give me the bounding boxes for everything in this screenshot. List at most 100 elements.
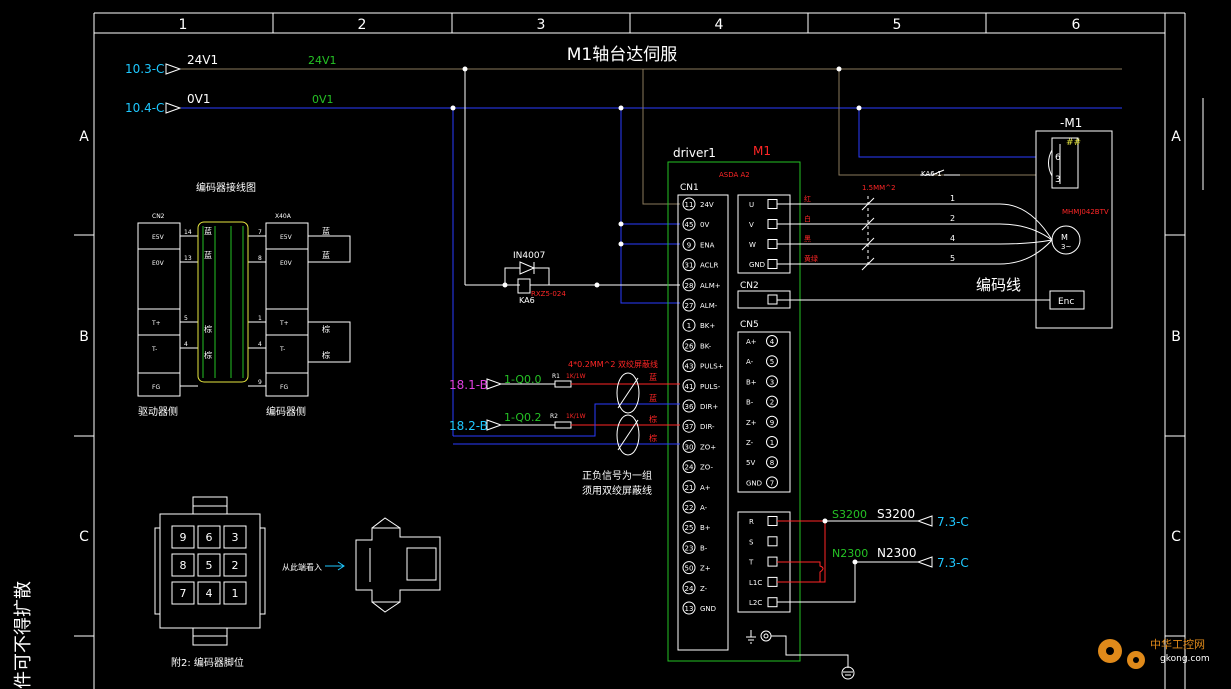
power-terminal-label: T xyxy=(748,559,754,567)
relay-ka6: IN4007 KA6 RXZ5-024 xyxy=(504,251,680,305)
connector-pin xyxy=(171,581,195,605)
diode-symbol xyxy=(504,261,550,285)
signal-wiring: 18.1-B 1-Q0.0 R1 1K/1W 18.2-B 1-Q0.2 R2 … xyxy=(449,359,680,497)
row-letter-left: B xyxy=(79,329,89,345)
cn5-pin-number: 2 xyxy=(770,399,774,407)
cn1-pin-number: 45 xyxy=(685,221,694,229)
resistor-r1-value: 1K/1W xyxy=(566,373,586,380)
cn1-pin-label: BK+ xyxy=(700,322,715,330)
cn1-pin-number: 1 xyxy=(687,322,691,330)
connector-pin xyxy=(171,525,195,549)
encoder-row-pin: 8 xyxy=(258,255,262,262)
connector-pin-number: 8 xyxy=(180,559,187,572)
shield-cable-note: 4*0.2MM^2 双绞屏蔽线 xyxy=(568,359,658,369)
rail-24v: 10.3-C 24V1 24V1 xyxy=(125,53,1122,76)
cable-tick xyxy=(861,217,875,231)
driver-name: driver1 xyxy=(673,146,716,160)
watermark-url: gkong.com xyxy=(1160,654,1210,664)
encoder-row-pin: 4 xyxy=(184,341,188,348)
cn5-pin-label: A- xyxy=(746,358,754,366)
encoder-right-color: 蓝 xyxy=(322,250,330,260)
cn1-pin-number: 41 xyxy=(685,383,694,391)
encoder-row-label: T+ xyxy=(279,320,289,327)
motor-wire-number: 4 xyxy=(950,234,955,243)
cn1-pin-circle xyxy=(682,237,696,251)
connector-pin-number: 7 xyxy=(180,587,187,600)
n-net: N2300 xyxy=(832,547,868,560)
cn1-pin-label: Z+ xyxy=(700,565,711,573)
motor-model: MHMJ042BTV xyxy=(1062,208,1109,216)
driver-outline xyxy=(667,161,801,662)
cn1-pin-number: 43 xyxy=(685,363,694,371)
motor-wire-number: 1 xyxy=(950,194,955,203)
rail-24v-arrow xyxy=(165,63,182,75)
encoder-wiring-title: 编码器接线图 xyxy=(196,181,256,194)
connector-pin xyxy=(223,525,247,549)
motor-tag: -M1 xyxy=(1060,116,1082,130)
encoder-right-color: 棕 xyxy=(322,324,330,334)
twist-note-2: 须用双绞屏蔽线 xyxy=(582,484,652,497)
cn1-pin-number: 31 xyxy=(685,262,694,270)
cn1-pin-label: Z- xyxy=(700,585,708,593)
encoder-label: Enc xyxy=(1058,297,1074,307)
row-letter-right: A xyxy=(1171,129,1181,145)
encoder-left-caption: 驱动器侧 xyxy=(138,405,178,418)
drawing-frame xyxy=(74,12,1204,689)
cn5-pin-number: 3 xyxy=(770,378,774,386)
connector-pin xyxy=(197,553,221,577)
encoder-row-pin: 5 xyxy=(184,315,188,322)
column-number: 4 xyxy=(715,17,724,33)
motor-terminal-label: V xyxy=(749,221,754,229)
motor-wire-lead xyxy=(999,239,1053,245)
cn1-pin-number: 24 xyxy=(685,464,694,472)
cn1-pin-number: 36 xyxy=(685,403,694,411)
junction-dots xyxy=(450,66,862,288)
cn1-pin-number: 24 xyxy=(685,585,694,593)
insert-arrow xyxy=(325,561,345,571)
watermark: 中华工控网 gkong.com xyxy=(1098,637,1210,669)
supply-wiring: S3200 S3200 7.3-C N2300 N2300 7.3-C xyxy=(777,507,969,603)
encoder-row-label: E5V xyxy=(152,234,165,241)
signal-wire-color: 蓝 xyxy=(649,393,657,403)
cn2-label: CN2 xyxy=(740,281,759,291)
cn5-pin-circle xyxy=(766,436,778,448)
cn1-pin-label: ENA xyxy=(700,241,715,249)
relay-coil-label: KA6 xyxy=(519,296,535,305)
motor-terminal xyxy=(767,219,778,229)
resistor-r2-label: R2 xyxy=(550,413,558,420)
cn1-pin-circle xyxy=(682,399,696,413)
motor-terminal-label: U xyxy=(749,201,754,209)
row-letters: A B C A B C xyxy=(79,129,1181,545)
cn1-pin-circle xyxy=(682,439,696,453)
cn1-pin-label: DIR+ xyxy=(700,403,718,411)
motor-wire-number: 5 xyxy=(950,254,955,263)
cn1-pin-circle xyxy=(682,581,696,595)
cn1-pin-label: B- xyxy=(700,544,708,552)
cn5-pin-circle xyxy=(766,415,778,428)
encoder-row-label: E5V xyxy=(280,234,293,241)
resistor-r2 xyxy=(554,421,572,429)
brake-pin-b: 3 xyxy=(1055,175,1061,185)
encoder-row-label: T- xyxy=(151,346,157,353)
connector-pin xyxy=(171,553,195,577)
rail-0v: 10.4-C 0V1 0V1 xyxy=(125,92,1122,115)
dir-q: 1-Q0.2 xyxy=(504,411,542,424)
diode-label: IN4007 xyxy=(513,251,545,261)
rail-taps xyxy=(452,69,1036,436)
motor-wire-lead xyxy=(999,203,1053,241)
column-number: 1 xyxy=(179,17,188,33)
twisted-pair-upper xyxy=(616,372,640,414)
servo-motor: -M1 ## 6 3 MHMJ042BTV M 3~ Enc xyxy=(1035,116,1113,329)
power-terminal-label: R xyxy=(749,518,754,526)
relay-coil xyxy=(517,278,531,294)
cn1-pin-number: 27 xyxy=(685,302,694,310)
motor-cable-spec: 1.5MM^2 xyxy=(862,184,896,192)
connector-pin-number: 2 xyxy=(232,559,239,572)
motor-outline xyxy=(1035,130,1113,329)
